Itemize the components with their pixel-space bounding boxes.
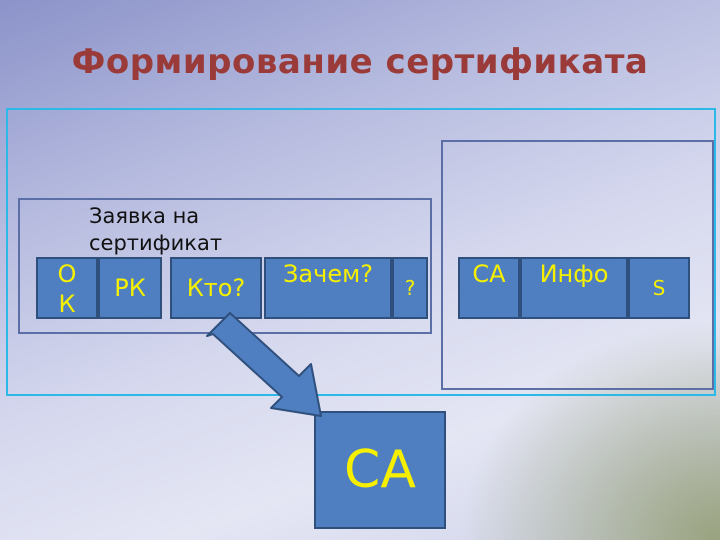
arrow-shape: [206, 312, 322, 417]
field-question: ?: [392, 257, 428, 319]
certificate-authority-box: СА: [314, 411, 446, 529]
outer-frame: [6, 108, 716, 396]
arrow-icon: [206, 312, 322, 417]
field-public-key: РК: [98, 257, 162, 319]
field-why: Зачем?: [264, 257, 392, 319]
request-label: Заявка на сертификат: [89, 204, 223, 255]
field-who: Кто?: [170, 257, 262, 319]
certificate-frame: [441, 140, 714, 390]
field-info: Инфо: [520, 257, 628, 319]
field-signature: S: [628, 257, 690, 319]
slide-title: Формирование сертификата: [71, 42, 649, 82]
field-owner-key: ОК: [36, 257, 98, 319]
field-ca: СА: [458, 257, 520, 319]
